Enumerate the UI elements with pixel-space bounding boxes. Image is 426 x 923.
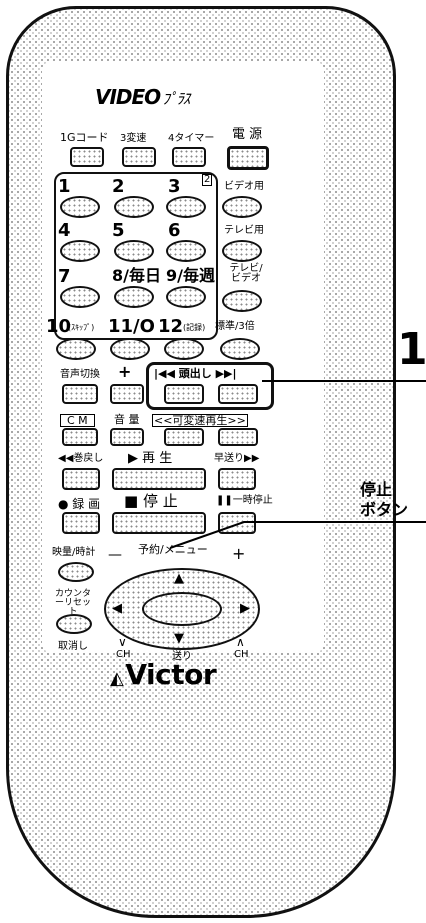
key-6-button[interactable]: [166, 240, 206, 262]
counter-reset-button[interactable]: [56, 614, 92, 634]
key-7-button[interactable]: [60, 286, 100, 308]
key-1-label: 1: [58, 176, 71, 197]
stop-label: ■ 停 止: [124, 492, 178, 510]
ch-down-icon[interactable]: ∨: [118, 635, 127, 649]
tv-video-button[interactable]: [222, 290, 262, 312]
key-11-label: 11/O: [108, 316, 155, 337]
speed-button[interactable]: [122, 147, 156, 167]
dpad-left-icon: ◀: [112, 601, 122, 616]
stop-callout-line1: 停止: [360, 480, 393, 499]
dpad-right-icon: ▶: [240, 601, 250, 616]
play-label: ▶ 再 生: [128, 451, 173, 466]
key-12-label: 12: [158, 316, 184, 337]
slow-back-button[interactable]: [164, 428, 204, 446]
key-4-label: 4: [58, 220, 71, 241]
menu-plus-label: +: [232, 544, 246, 563]
volume-label: 音 量: [114, 413, 140, 426]
volume-down-button[interactable]: [110, 428, 144, 446]
menu-title: 予約/メニュー: [138, 543, 208, 556]
plus-label: +: [118, 362, 132, 381]
stop-callout-line2: ボタン: [360, 500, 409, 519]
key-8-label: 8/毎日: [112, 266, 161, 285]
variable-label: <<可変速再生>>: [152, 414, 248, 427]
std3x-label: 標準/3倍: [215, 321, 255, 332]
key-5-button[interactable]: [114, 240, 154, 262]
logo-script: ﾌﾟﾗｽ: [162, 90, 190, 108]
tv-video-label: テレビ/ビデオ: [229, 263, 263, 284]
step-number: 1: [397, 324, 426, 375]
display-button[interactable]: [58, 562, 94, 582]
victor-logo: ◭Victor: [110, 658, 217, 691]
key-2-button[interactable]: [114, 196, 154, 218]
rewind-button[interactable]: [62, 468, 100, 490]
cue-forward-button[interactable]: [218, 384, 258, 404]
step-leader-line: [262, 380, 426, 382]
dpad-up-icon: ▲: [174, 571, 184, 586]
key-7-label: 7: [58, 266, 71, 287]
keypad-badge: 2: [202, 174, 213, 186]
key-9-button[interactable]: [166, 286, 206, 308]
audio-label: 音声切換: [60, 369, 100, 380]
video-mode-button[interactable]: [222, 196, 262, 218]
code-button[interactable]: [70, 147, 104, 167]
key-10-label: 10: [46, 316, 72, 337]
display-label: 映量/時計: [52, 547, 96, 558]
ffwd-label: 早送り▶▶: [214, 453, 260, 464]
record-button[interactable]: [62, 512, 100, 534]
key-6-label: 6: [168, 220, 181, 241]
ffwd-button[interactable]: [218, 468, 256, 490]
key-5-label: 5: [112, 220, 125, 241]
key-1-button[interactable]: [60, 196, 100, 218]
power-label: 電 源: [232, 127, 263, 142]
audio-button[interactable]: [62, 384, 98, 404]
slow-forward-button[interactable]: [218, 428, 258, 446]
ch-down-label: CH: [116, 649, 131, 660]
rewind-label: ◀◀巻戻し: [58, 453, 104, 464]
timer-label: 4タイマー: [168, 133, 215, 144]
key-3-label: 3: [168, 176, 181, 197]
code-label: 1Gコード: [60, 131, 109, 144]
play-button[interactable]: [112, 468, 206, 490]
tv-mode-button[interactable]: [222, 240, 262, 262]
logo-text: VIDEO: [95, 85, 161, 109]
pause-label: ❚❚一時停止: [216, 495, 273, 506]
key-2-label: 2: [112, 176, 125, 197]
tv-mode-label: テレビ用: [224, 225, 264, 236]
key-8-button[interactable]: [114, 286, 154, 308]
victor-text: Victor: [125, 658, 217, 691]
send-label: 送り: [172, 651, 192, 662]
timer-button[interactable]: [172, 147, 206, 167]
key-3-button[interactable]: [166, 196, 206, 218]
std3x-button[interactable]: [220, 338, 260, 360]
ch-up-label: CH: [234, 649, 249, 660]
key-4-button[interactable]: [60, 240, 100, 262]
power-button[interactable]: [227, 146, 269, 170]
dpad-center-button[interactable]: [142, 592, 222, 626]
cue-label: |◀◀ 頭出し ▶▶|: [154, 367, 237, 380]
menu-minus-label: —: [108, 547, 122, 563]
cancel-label: 取消し: [58, 641, 88, 652]
key-12-sub: (記録): [183, 323, 206, 332]
stop-button[interactable]: [112, 512, 206, 534]
speed-label: 3変速: [120, 133, 147, 144]
victor-dog-icon: ◭: [110, 668, 124, 689]
key-11-button[interactable]: [110, 338, 150, 360]
counter-label: カウンターリセット: [54, 589, 91, 617]
ch-up-icon[interactable]: ∧: [236, 635, 245, 649]
dpad-down-icon: ▼: [174, 631, 184, 646]
record-label: ● 録 画: [58, 497, 101, 511]
cm-button[interactable]: [62, 428, 98, 446]
key-10-sub: (ｽｷｯﾌﾟ): [68, 323, 95, 332]
cue-back-button[interactable]: [164, 384, 204, 404]
key-10-button[interactable]: [56, 338, 96, 360]
key-12-button[interactable]: [164, 338, 204, 360]
video-mode-label: ビデオ用: [224, 181, 264, 192]
cm-label: C M: [60, 414, 95, 427]
volume-up-button[interactable]: [110, 384, 144, 404]
key-9-label: 9/毎週: [166, 266, 215, 285]
